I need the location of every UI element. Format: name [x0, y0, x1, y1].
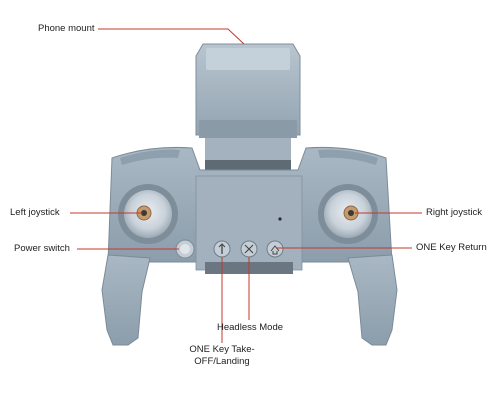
one-key-return-label: ONE Key Return [416, 242, 487, 253]
power-switch-label: Power switch [14, 243, 70, 254]
right-joystick [318, 184, 378, 244]
phone-mount [195, 43, 301, 174]
return-home-icon [266, 240, 284, 258]
left-joystick [118, 184, 178, 244]
takeoff-landing-icon [213, 240, 231, 258]
power-switch [175, 239, 195, 259]
headless-mode-icon [240, 240, 258, 258]
left-grip [101, 254, 151, 346]
takeoff-landing-label: ONE Key Take- OFF/Landing [181, 344, 263, 368]
takeoff-landing-label-line-2: OFF/Landing [194, 356, 250, 367]
right-grip [347, 254, 398, 346]
right-joystick-label: Right joystick [426, 207, 482, 218]
leader-lines [70, 28, 422, 343]
controller-body [107, 146, 393, 274]
left-joystick-label: Left joystick [10, 207, 60, 218]
phone-mount-line [98, 28, 245, 45]
headless-mode-label: Headless Mode [217, 322, 284, 333]
phone-mount-label: Phone mount [38, 23, 95, 34]
takeoff-landing-label-line-1: ONE Key Take- [189, 344, 255, 355]
